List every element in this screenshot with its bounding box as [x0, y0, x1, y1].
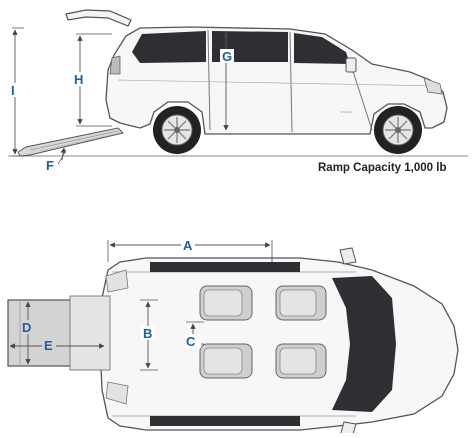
- left-mirror: [339, 247, 357, 265]
- dimension-label-d: D: [22, 320, 31, 335]
- svg-text:~~~~: ~~~~: [340, 110, 352, 116]
- dimension-label-h: H: [74, 72, 83, 87]
- dimension-label-i: I: [11, 83, 15, 98]
- ramp-capacity-caption: Ramp Capacity 1,000 lb: [318, 162, 447, 174]
- dimension-label-e: E: [44, 338, 53, 353]
- middle-seat-right: [199, 343, 253, 379]
- liftgate: [65, 9, 132, 27]
- front-seat-right: [275, 343, 327, 379]
- rear-window: [132, 31, 206, 63]
- dimension-label-b: B: [143, 326, 152, 341]
- front-door-window: [294, 33, 350, 64]
- front-seat-left: [275, 285, 327, 321]
- dimension-label-g: G: [222, 49, 232, 64]
- middle-seat-left: [199, 285, 253, 321]
- dimension-label-f: F: [46, 158, 54, 173]
- van-top-body: [99, 257, 459, 431]
- side-ramp: [17, 127, 124, 157]
- dimension-label-c: C: [186, 334, 196, 349]
- windshield: [332, 276, 396, 412]
- side-view: ~~~~ I H G F: [8, 9, 468, 173]
- top-view: A B C D E: [7, 238, 459, 438]
- dimension-label-a: A: [183, 238, 193, 253]
- side-mirror: [345, 57, 357, 73]
